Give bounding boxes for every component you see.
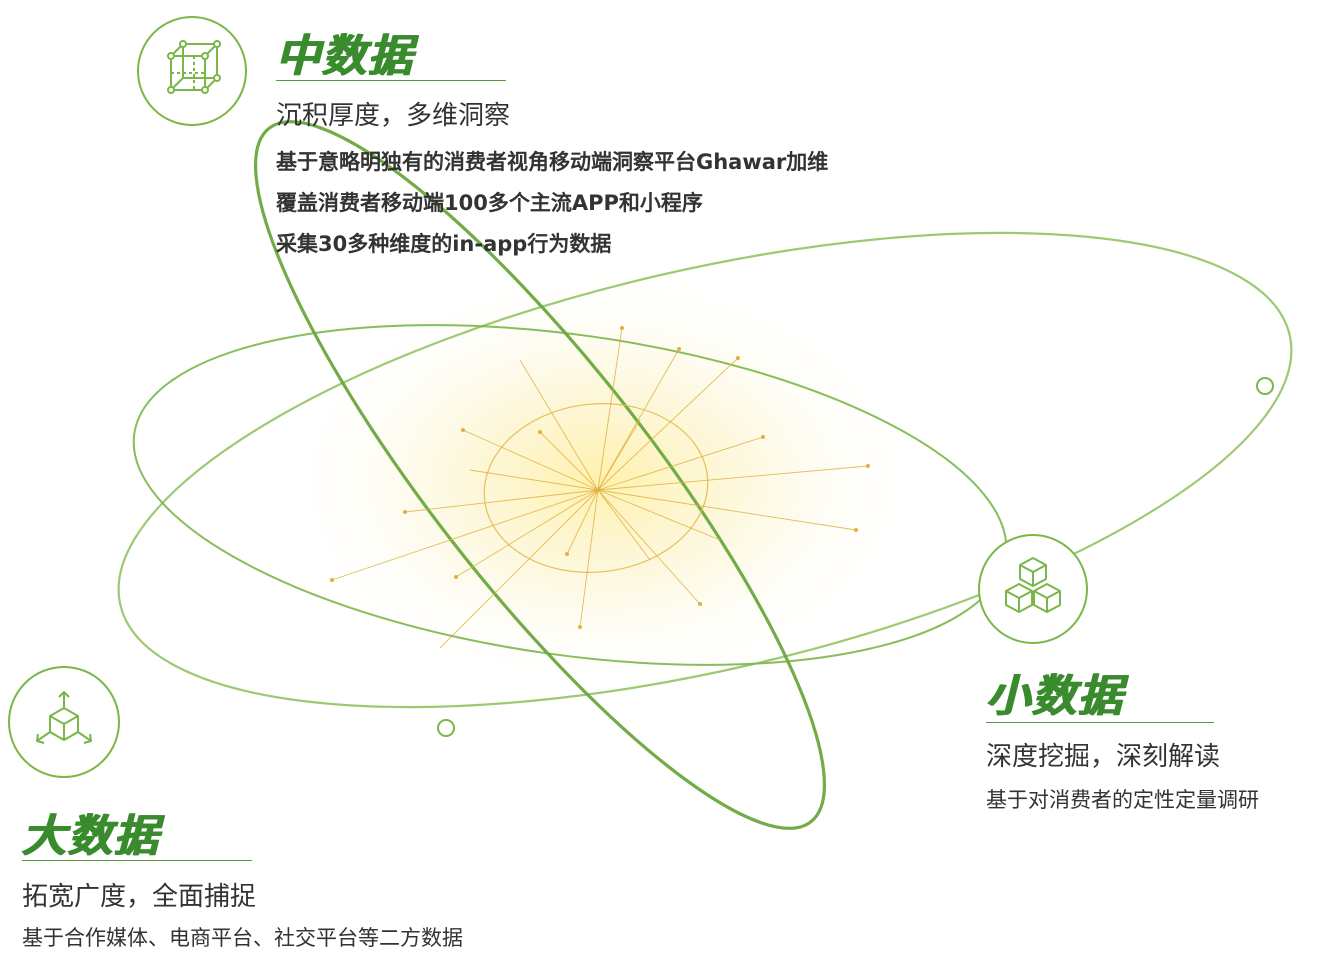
core-ray <box>455 489 599 578</box>
core-ray-dot <box>330 578 334 582</box>
core-ray-dot <box>866 464 870 468</box>
core-ray <box>597 357 739 491</box>
big-icon-circle <box>8 666 120 778</box>
core-ray <box>566 489 599 555</box>
core-ray-dot <box>403 510 407 514</box>
core-ray-dot <box>854 528 858 532</box>
orbit-node-right <box>1256 377 1274 395</box>
core-ring <box>483 403 709 573</box>
core-ray <box>597 465 869 491</box>
stacked-cubes-icon <box>1005 557 1061 613</box>
core-rays <box>330 326 870 649</box>
core-ray <box>539 431 599 491</box>
orbit-node-bottom <box>437 719 455 737</box>
core-ray <box>331 489 599 581</box>
core-ray-dot <box>538 430 542 434</box>
core-ray <box>469 469 599 491</box>
core-ray <box>519 359 599 491</box>
core-ray <box>597 436 764 491</box>
big-data-lines: 基于合作媒体、电商平台、社交平台等二方数据 <box>22 918 463 959</box>
expand-cube-icon <box>36 691 92 744</box>
core-ray-dot <box>698 602 702 606</box>
middle-icon-circle <box>137 16 247 126</box>
big-data-title: 大数据 <box>22 811 160 862</box>
core-ray-dot <box>461 428 465 432</box>
core-ray <box>597 489 721 541</box>
core-ray <box>597 489 857 531</box>
small-title-rule <box>986 722 1214 723</box>
big-data-subtitle: 拓宽广度，全面捕捉 <box>22 882 257 912</box>
core-ray-dot <box>677 347 681 351</box>
core-ray-dot <box>454 575 458 579</box>
core-ray <box>597 348 680 491</box>
core-ray <box>597 489 651 561</box>
core-ray <box>597 419 641 491</box>
small-data-subtitle: 深度挖掘，深刻解读 <box>986 742 1221 772</box>
core-ray-dot <box>761 435 765 439</box>
core-ray-dot <box>578 625 582 629</box>
core-ray <box>404 489 599 513</box>
core-ray <box>579 489 599 628</box>
middle-line-1: 基于意略明独有的消费者视角移动端洞察平台Ghawar加维 <box>276 150 829 174</box>
middle-line-2: 覆盖消费者移动端100多个主流APP和小程序 <box>276 191 703 215</box>
core-ray-dot <box>620 326 624 330</box>
core-glow <box>270 260 930 700</box>
middle-data-lines: 基于意略明独有的消费者视角移动端洞察平台Ghawar加维 覆盖消费者移动端100… <box>276 142 828 265</box>
core-ray <box>597 327 623 491</box>
small-data-lines: 基于对消费者的定性定量调研 <box>986 780 1259 821</box>
middle-line-3: 采集30多种维度的in-app行为数据 <box>276 232 612 256</box>
core-ray <box>462 429 599 491</box>
middle-data-title: 中数据 <box>276 31 414 82</box>
wireframe-cube-icon <box>167 40 221 94</box>
middle-title-rule <box>276 80 506 81</box>
big-line-1: 基于合作媒体、电商平台、社交平台等二方数据 <box>22 926 463 950</box>
middle-data-subtitle: 沉积厚度，多维洞察 <box>276 101 511 131</box>
small-icon-circle <box>978 534 1088 644</box>
small-line-1: 基于对消费者的定性定量调研 <box>986 788 1259 812</box>
orbit-steep <box>253 120 827 830</box>
core-ray <box>439 489 599 649</box>
core-ray <box>597 489 701 605</box>
core-ray-dot <box>736 356 740 360</box>
big-title-rule <box>22 860 252 861</box>
core-ray-dot <box>565 552 569 556</box>
small-data-title: 小数据 <box>986 671 1124 722</box>
